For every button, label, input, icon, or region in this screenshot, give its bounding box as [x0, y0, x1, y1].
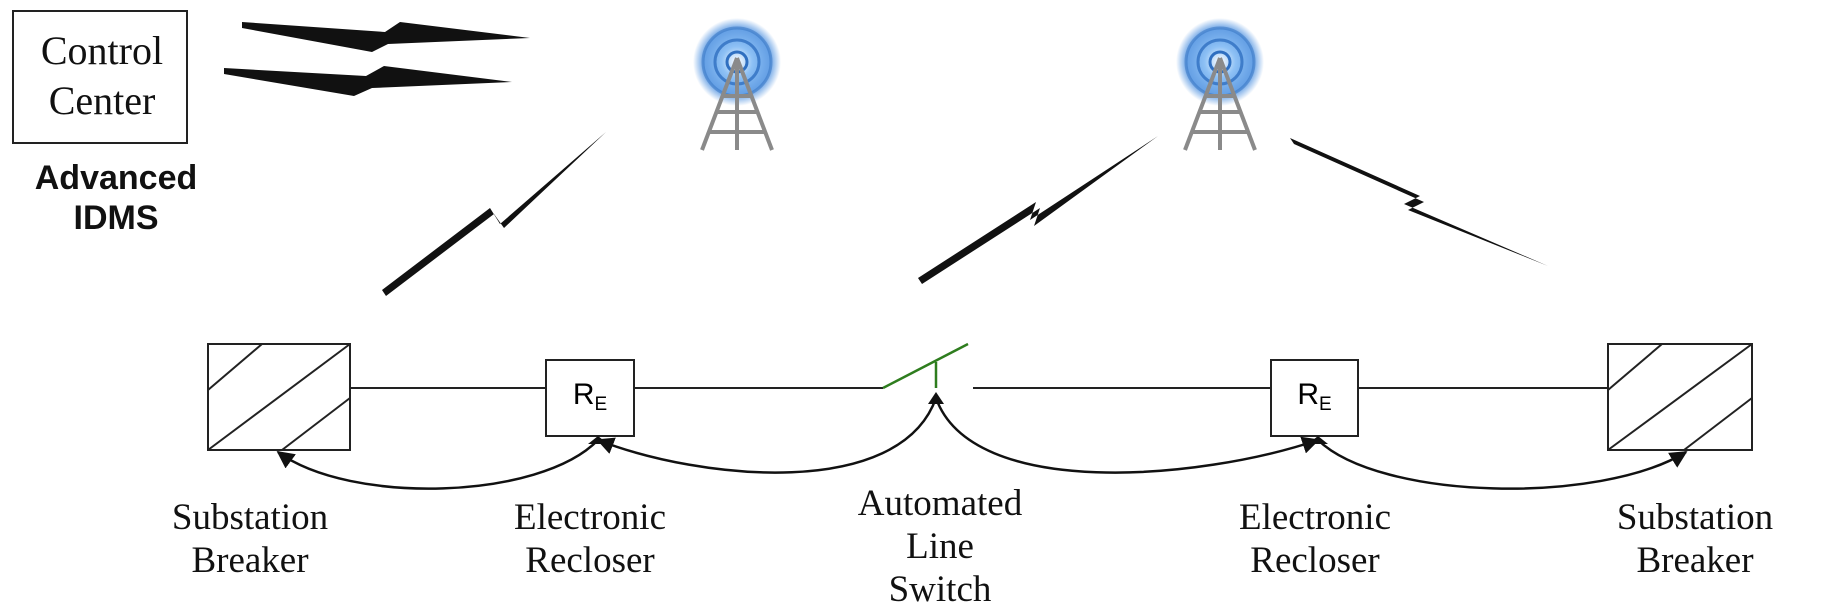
wireless-link-left-recloser [382, 132, 606, 296]
label-left-breaker-line1: Substation [171, 497, 329, 538]
radio-tower-left-icon [693, 18, 781, 151]
idms-label-line2: IDMS [73, 199, 159, 237]
label-right-breaker-line2: Breaker [1636, 540, 1754, 581]
label-line-switch-line1: Automated [857, 483, 1023, 524]
substation-breaker-left [207, 343, 351, 451]
control-center-line1: Control [40, 28, 164, 73]
label-right-recloser-line2: Recloser [1250, 540, 1380, 581]
label-left-breaker-line2: Breaker [191, 540, 309, 581]
recloser-symbol-main: R [1297, 378, 1319, 411]
line-switch-symbol [882, 342, 969, 390]
label-line-switch-line3: Switch [888, 569, 992, 610]
wireless-link-right-breaker [1290, 138, 1548, 266]
label-line-switch: Automated Line Switch [820, 482, 1060, 611]
radio-tower-right-icon [1176, 18, 1264, 151]
label-left-breaker: Substation Breaker [130, 496, 370, 582]
wireless-link-cc-upper [242, 22, 530, 52]
arc-origin-markers [588, 392, 1328, 444]
wireless-link-line-switch [918, 136, 1158, 284]
control-arcs [276, 397, 1688, 490]
label-right-recloser: Electronic Recloser [1195, 496, 1435, 582]
label-right-recloser-line1: Electronic [1238, 497, 1392, 538]
label-left-recloser-line2: Recloser [525, 540, 655, 581]
recloser-box-right [1270, 359, 1359, 437]
idms-label-line1: Advanced [34, 159, 198, 197]
recloser-symbol-sub: E [594, 394, 608, 415]
idms-label: Advanced IDMS [8, 158, 224, 238]
control-center-label: Control Center [14, 26, 190, 126]
recloser-symbol-main: R [572, 378, 595, 411]
label-line-switch-line2: Line [906, 526, 974, 567]
recloser-symbol-sub: E [1318, 394, 1332, 415]
substation-breaker-right [1607, 343, 1753, 451]
recloser-symbol-right: RE [1271, 378, 1358, 416]
control-center-box: Control Center [12, 10, 188, 144]
label-left-recloser-line1: Electronic [513, 497, 667, 538]
control-center-line2: Center [48, 78, 156, 123]
label-right-breaker-line1: Substation [1616, 497, 1774, 538]
recloser-box-left [545, 359, 635, 437]
wireless-link-cc-lower [224, 66, 512, 96]
recloser-symbol-left: RE [546, 378, 634, 416]
label-right-breaker: Substation Breaker [1575, 496, 1815, 582]
label-left-recloser: Electronic Recloser [470, 496, 710, 582]
